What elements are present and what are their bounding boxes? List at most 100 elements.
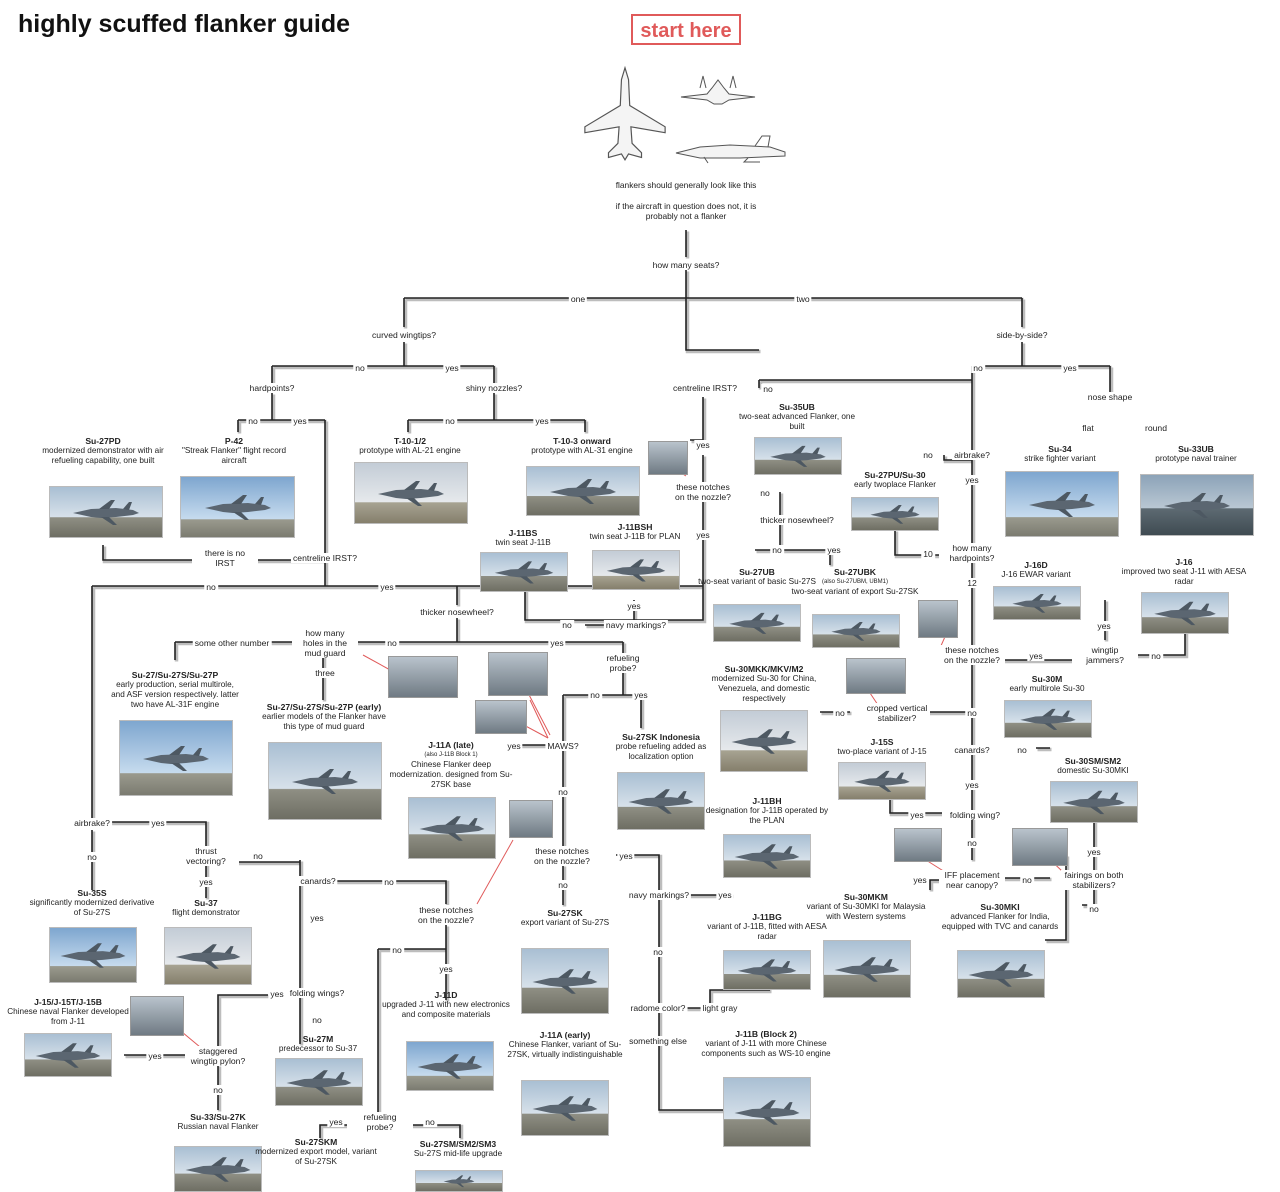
answer-no: no — [85, 852, 99, 862]
detail-closeup-photo — [509, 800, 553, 838]
answer-no: no — [560, 620, 574, 630]
question-canards-oneseat: canards? — [298, 876, 338, 886]
aircraft-description: early twoplace Flanker — [854, 480, 936, 489]
jet-silhouette-icon — [419, 816, 485, 841]
jet-silhouette-icon — [378, 481, 444, 506]
page-title: highly scuffed flanker guide — [18, 10, 350, 38]
question-navy-markings-1: navy markings? — [603, 620, 669, 630]
answer-yes: yes — [327, 1117, 345, 1127]
aircraft-photo — [174, 1146, 262, 1192]
answer-something-else: something else — [627, 1036, 689, 1046]
aircraft-name: Su-27SKM — [294, 1137, 338, 1147]
jet-silhouette-icon — [1029, 492, 1095, 517]
answer-no: no — [556, 880, 570, 890]
aircraft-name: Su-27M — [302, 1034, 334, 1044]
aircraft-description: improved two seat J-11 with AESA radar — [1121, 567, 1247, 586]
aircraft-description: variant of J-11 with more Chinese compon… — [701, 1039, 831, 1058]
answer-no: no — [382, 877, 396, 887]
aircraft-subtitle: (also J-11B Block 1) — [424, 752, 478, 758]
aircraft-j11b-blk2: J-11B (Block 2)variant of J-11 with more… — [701, 1029, 831, 1059]
aircraft-name: Su-27/Su-27S/Su-27P — [131, 670, 219, 680]
answer-no: no — [246, 416, 260, 426]
answer-two: two — [794, 294, 812, 304]
jet-silhouette-icon — [494, 561, 554, 584]
aircraft-name: Su-27PU/Su-30 — [864, 470, 926, 480]
detail-closeup-photo — [894, 828, 942, 862]
answer-no: no — [204, 582, 218, 592]
question-maws: MAWS? — [545, 741, 581, 751]
question-centreline-irst-twoseat: centreline IRST? — [670, 383, 740, 393]
aircraft-photo — [275, 1058, 363, 1106]
jet-silhouette-icon — [968, 962, 1034, 987]
aircraft-description: Chinese Flanker, variant of Su-27SK, vir… — [507, 1040, 623, 1059]
answer-twelve: 12 — [965, 578, 979, 588]
jet-silhouette-icon — [143, 746, 209, 771]
aircraft-p42: P-42"Streak Flanker" flight record aircr… — [169, 436, 299, 466]
jet-silhouette-icon — [286, 1070, 352, 1095]
jet-silhouette-icon — [737, 959, 797, 982]
answer-yes: yes — [911, 875, 929, 885]
answer-yes: yes — [1095, 621, 1113, 631]
question-refueling-probe-1: refueling probe? — [590, 653, 656, 673]
aircraft-su27ubk: Su-27UBK(also Su-27UBM, UBM1)two-seat va… — [790, 567, 920, 597]
aircraft-description: prototype naval trainer — [1155, 454, 1237, 463]
aircraft-name: J-11D — [434, 990, 458, 1000]
aircraft-photo — [480, 552, 568, 592]
answer-flat: flat — [1080, 423, 1096, 433]
question-nozzle-notches-4: these notches on the nozzle? — [413, 905, 479, 925]
answer-three: three — [313, 668, 337, 678]
aircraft-name: Su-35UB — [779, 402, 815, 412]
aircraft-photo — [993, 586, 1081, 620]
answer-yes: yes — [378, 582, 396, 592]
jet-silhouette-icon — [606, 559, 666, 582]
answer-yes: yes — [437, 964, 455, 974]
answer-yes: yes — [625, 601, 643, 611]
aircraft-description: early production, serial multirole, and … — [111, 680, 239, 709]
question-thrust-vectoring: thrust vectoring? — [173, 846, 239, 866]
aircraft-name: Su-27UBK — [833, 567, 877, 577]
answer-no: no — [310, 1015, 324, 1025]
aircraft-photo — [526, 466, 640, 516]
aircraft-name: Su-37 — [194, 898, 218, 908]
answer-no: no — [211, 1085, 225, 1095]
aircraft-photo — [119, 720, 233, 796]
question-stabilizer-fairings: fairings on both stabilizers? — [1061, 870, 1127, 890]
start-here-box[interactable]: start here — [631, 14, 741, 45]
aircraft-photo — [1141, 592, 1229, 634]
intro-line-1: flankers should generally look like this — [615, 180, 757, 190]
aircraft-description: export variant of Su-27S — [520, 918, 610, 927]
aircraft-name: Su-27UB — [739, 567, 775, 577]
aircraft-photo — [838, 762, 926, 800]
aircraft-description: early multirole Su-30 — [1009, 684, 1085, 693]
answer-yes: yes — [908, 810, 926, 820]
aircraft-description: strike fighter variant — [1024, 454, 1096, 463]
question-staggered-pylon: staggered wingtip pylon? — [185, 1046, 251, 1066]
aircraft-photo — [1050, 781, 1138, 823]
aircraft-name: Su-27SM/SM2/SM3 — [419, 1139, 497, 1149]
detail-closeup-photo — [488, 652, 548, 696]
question-airbrake-twoseat: airbrake? — [952, 450, 992, 460]
answer-no: no — [556, 787, 570, 797]
answer-no: no — [761, 384, 775, 394]
answer-yes: yes — [533, 416, 551, 426]
answer-no: no — [971, 363, 985, 373]
jet-silhouette-icon — [532, 1096, 598, 1121]
jet-silhouette-icon — [870, 505, 920, 524]
answer-no: no — [443, 416, 457, 426]
aircraft-description: variant of Su-30MKI for Malaysia with We… — [806, 902, 926, 921]
answer-no: no — [965, 708, 979, 718]
question-folding-wings: folding wings? — [284, 988, 350, 998]
answer-no: no — [833, 708, 847, 718]
question-folding-wing: folding wing? — [942, 810, 1008, 820]
